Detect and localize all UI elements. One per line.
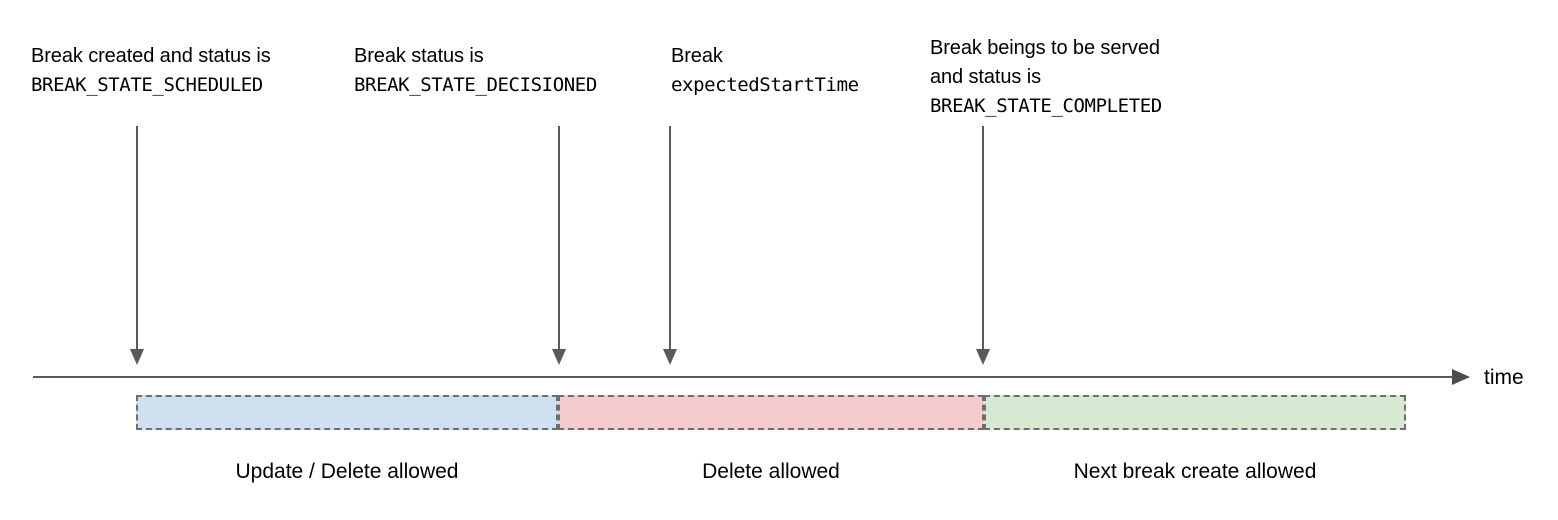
timeline-axis-line — [33, 376, 1468, 378]
arrow-down-icon — [551, 126, 567, 365]
marker-label-line: BREAK_STATE_SCHEDULED — [31, 74, 263, 96]
timeline-axis-label: time — [1484, 366, 1524, 389]
marker-label-expected-start-time: Break expectedStartTime — [671, 42, 859, 100]
marker-label-line: and status is — [930, 66, 1041, 88]
phase-caption-update-delete: Update / Delete allowed — [235, 460, 459, 483]
arrow-down-icon — [129, 126, 145, 365]
marker-label-line: expectedStartTime — [671, 74, 859, 96]
marker-label-completed: Break beings to be served and status is BR… — [930, 34, 1162, 121]
arrow-down-icon — [975, 126, 991, 365]
marker-label-line: BREAK_STATE_DECISIONED — [354, 74, 597, 96]
marker-label-line: Break status is — [354, 45, 484, 67]
marker-label-line: BREAK_STATE_COMPLETED — [930, 95, 1162, 117]
arrow-right-icon — [1452, 369, 1470, 385]
marker-label-line: Break created and status is — [31, 45, 271, 67]
phase-bar-update-delete — [136, 395, 558, 430]
marker-label-scheduled: Break created and status is BREAK_STATE_S… — [31, 42, 271, 100]
phase-bar-next-break-create — [984, 395, 1406, 430]
marker-label-line: Break beings to be served — [930, 37, 1160, 59]
phase-bar-delete-only — [558, 395, 984, 430]
marker-label-decisioned: Break status is BREAK_STATE_DECISIONED — [354, 42, 597, 100]
marker-label-line: Break — [671, 45, 723, 67]
arrow-down-icon — [662, 126, 678, 365]
phase-caption-delete-only: Delete allowed — [702, 460, 840, 483]
phase-caption-next-break-create: Next break create allowed — [1073, 460, 1317, 483]
